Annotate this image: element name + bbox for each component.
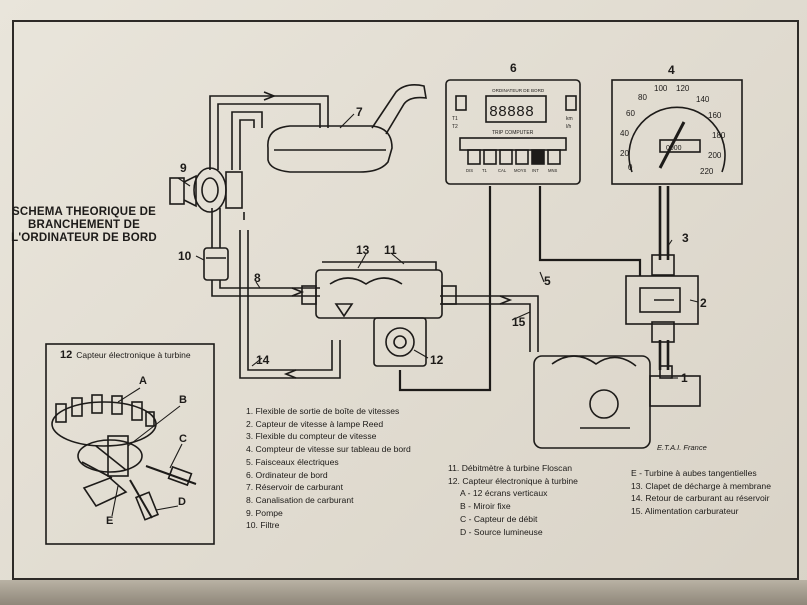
legend-item: 2. Capteur de vitesse à lampe Reed <box>246 418 384 429</box>
legend-item: 12. Capteur électronique à turbine <box>448 475 578 486</box>
legend-column-2: 11. Débitmètre à turbine Floscan 12. Cap… <box>448 462 578 538</box>
callout-3: 3 <box>682 231 689 245</box>
turbine-sensor-12 <box>373 317 427 367</box>
legend-item: 7. Réservoir de carburant <box>246 482 343 493</box>
credit-line: E.T.A.I. France <box>657 443 707 452</box>
odometer: 0000 <box>666 145 682 152</box>
diagram-title: SCHEMA THEORIQUE DE BRANCHEMENT DE L'ORD… <box>11 206 157 244</box>
callout-2: 2 <box>700 296 707 310</box>
computer-left-2: T2 <box>452 124 458 130</box>
btn-label-3: CAL <box>498 168 507 173</box>
inset-label-d: D <box>178 496 186 508</box>
inset-label-c: C <box>179 433 187 445</box>
fuel-line-15 <box>440 295 539 352</box>
speedometer-ticks: 0 20 40 60 80 100 120 140 160 180 200 22… <box>620 84 726 176</box>
tick-200: 200 <box>708 151 722 160</box>
computer-text: ORDINATEUR DE BORD 88888 T1 T2 km l/h TR… <box>452 88 573 173</box>
callout-13: 13 <box>356 243 370 257</box>
legend-item: 8. Canalisation de carburant <box>246 494 354 505</box>
callout-numbers: 1 2 3 4 5 6 7 8 9 10 11 12 13 14 15 <box>178 61 707 385</box>
gearbox <box>533 355 651 449</box>
btn-label-6: MNS <box>548 168 558 173</box>
legend-item: 9. Pompe <box>246 507 283 518</box>
fuel-tank-7 <box>267 125 393 173</box>
computer-mode: TRIP COMPUTER <box>492 130 534 136</box>
fuel-line-8 <box>211 280 320 297</box>
callout-12: 12 <box>430 353 444 367</box>
speedo-output-1 <box>649 375 701 407</box>
return-line-14 <box>239 230 341 379</box>
tick-140: 140 <box>696 95 710 104</box>
fuel-line-tank <box>209 95 329 170</box>
inset-label-a: A <box>139 375 147 387</box>
page-bottom-edge <box>0 580 807 605</box>
callout-9: 9 <box>180 161 187 175</box>
filter-10 <box>203 247 229 281</box>
btn-label-4: MOYS <box>514 168 527 173</box>
computer-buttons <box>467 149 561 165</box>
callout-14: 14 <box>256 353 270 367</box>
pump-9 <box>169 177 185 205</box>
flowmeter-11 <box>315 269 443 319</box>
tick-80: 80 <box>638 93 647 102</box>
computer-right-1: km <box>566 116 573 122</box>
callout-8: 8 <box>254 271 261 285</box>
tick-220: 220 <box>700 167 714 176</box>
computer-left-1: T1 <box>452 116 458 122</box>
legend-column-1: 1. Flexible de sortie de boîte de vitess… <box>246 405 411 532</box>
tick-40: 40 <box>620 129 629 138</box>
legend-item: 11. Débitmètre à turbine Floscan <box>448 463 573 473</box>
inset-turbine-drawing <box>51 394 197 521</box>
legend-subitem: B - Miroir fixe <box>460 501 511 512</box>
tick-60: 60 <box>626 109 635 118</box>
legend-item: E - Turbine à aubes tangentielles <box>631 468 757 478</box>
tick-20: 20 <box>620 149 629 158</box>
callout-4: 4 <box>668 63 675 77</box>
tick-160: 160 <box>708 111 722 120</box>
btn-label-5: INT <box>532 168 539 173</box>
legend-subitem: A - 12 écrans verticaux <box>460 488 548 499</box>
legend-item: 6. Ordinateur de bord <box>246 469 328 480</box>
inset-label-b: B <box>179 394 187 406</box>
computer-right-2: l/h <box>566 124 572 130</box>
tick-180: 180 <box>712 131 726 140</box>
legend-item: 10. Filtre <box>246 520 280 531</box>
inset-title-text: Capteur électronique à turbine <box>76 350 191 360</box>
legend-item: 1. Flexible de sortie de boîte de vitess… <box>246 406 400 416</box>
callout-11: 11 <box>384 243 397 257</box>
legend-item: 13. Clapet de décharge à membrane <box>631 480 771 491</box>
inset-label-e: E <box>106 515 114 527</box>
callout-10: 10 <box>178 249 192 263</box>
reed-sensor-2 <box>625 275 699 325</box>
computer-digits: 88888 <box>489 104 534 121</box>
btn-label-2: T1 <box>482 168 488 173</box>
legend-item: 3. Flexible du compteur de vitesse <box>246 431 377 442</box>
legend-item: 15. Alimentation carburateur <box>631 506 739 517</box>
callout-5: 5 <box>544 274 551 288</box>
legend-subitem: C - Capteur de débit <box>460 513 538 524</box>
inset-frame <box>45 343 215 545</box>
legend-subitem: D - Source lumineuse <box>460 526 543 537</box>
legend-item: 14. Retour de carburant au réservoir <box>631 493 770 504</box>
harness-5 <box>398 186 492 392</box>
page-frame <box>12 20 799 580</box>
callout-7: 7 <box>356 105 363 119</box>
speedometer-4 <box>611 79 743 185</box>
inset-number: 12 <box>60 349 73 361</box>
btn-label-1: DIS <box>466 168 473 173</box>
legend-item: 5. Faisceaux électriques <box>246 456 339 467</box>
tick-120: 120 <box>676 84 690 93</box>
callout-1: 1 <box>681 371 688 385</box>
computer-header: ORDINATEUR DE BORD <box>492 88 545 93</box>
callout-15: 15 <box>512 315 526 329</box>
tick-100: 100 <box>654 84 668 93</box>
callout-6: 6 <box>510 61 517 75</box>
legend-column-3: E - Turbine à aubes tangentielles 13. Cl… <box>631 467 771 518</box>
tick-0: 0 <box>628 163 633 172</box>
legend-item: 4. Compteur de vitesse sur tableau de bo… <box>246 444 411 455</box>
trip-computer-6 <box>445 79 581 185</box>
